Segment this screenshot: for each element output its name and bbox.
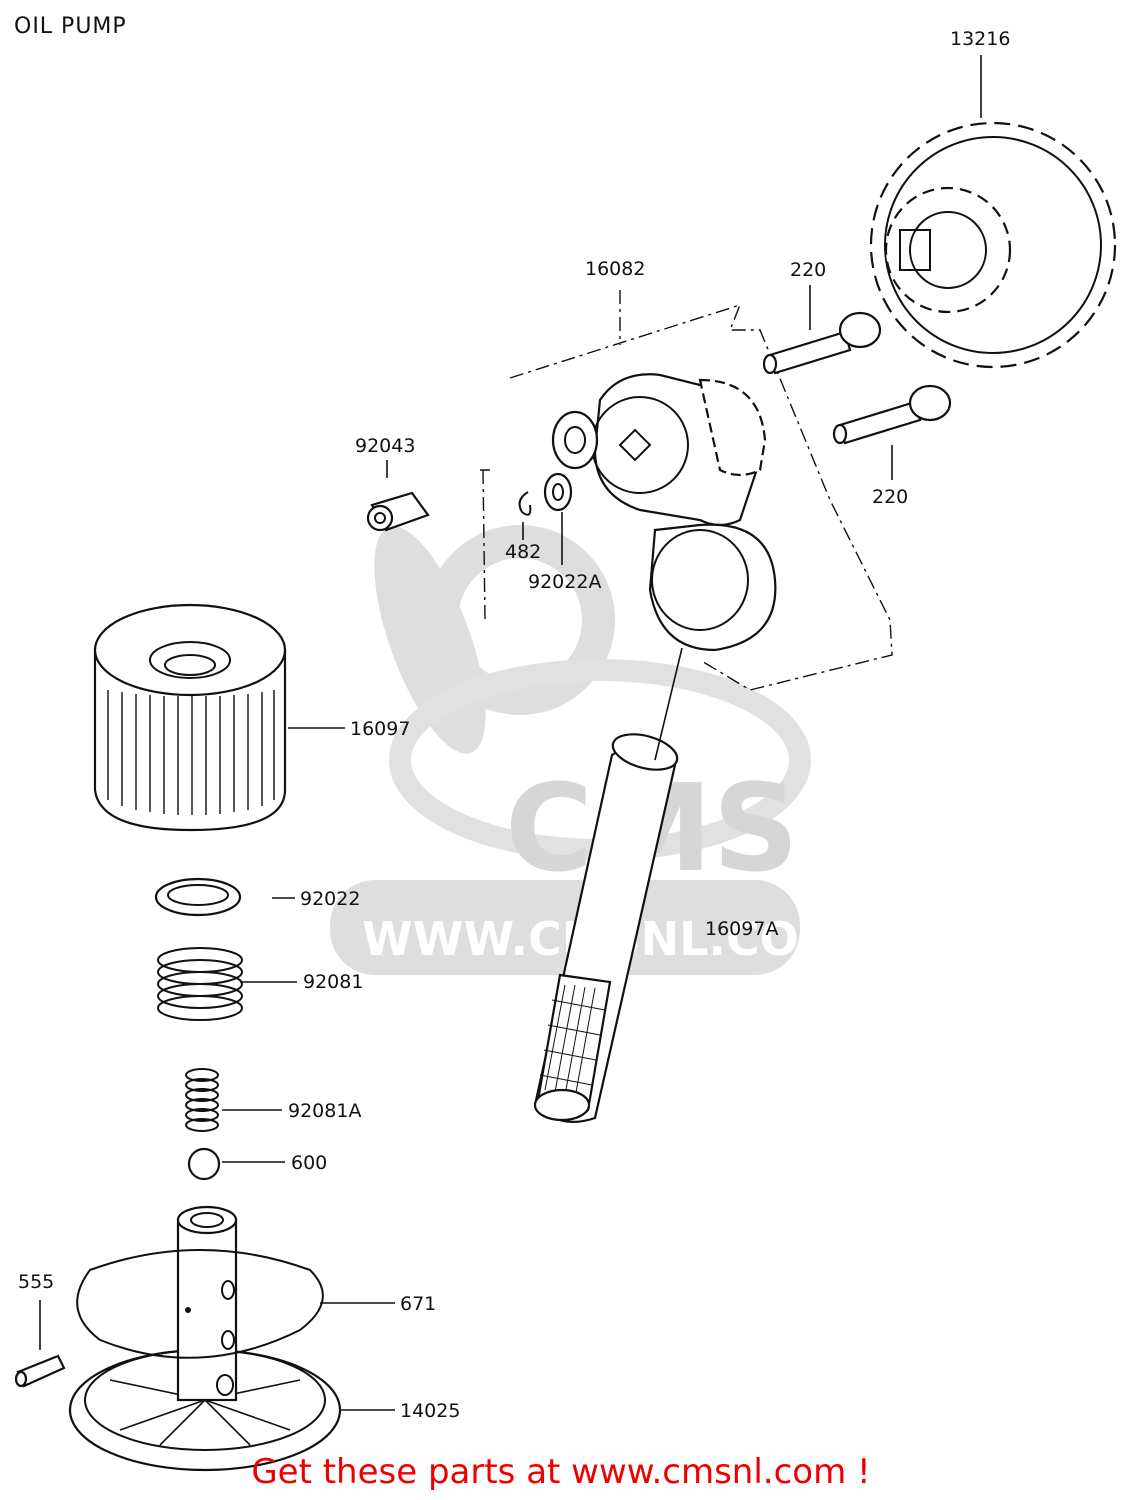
part-16082-oil-pump xyxy=(551,373,777,652)
label-14025: 14025 xyxy=(400,1400,460,1422)
part-220-bolt-upper xyxy=(762,311,882,375)
label-16097A: 16097A xyxy=(705,918,778,940)
label-92081: 92081 xyxy=(303,971,363,993)
part-92081A-spring xyxy=(185,1068,219,1132)
label-92081A: 92081A xyxy=(288,1100,361,1122)
label-92022: 92022 xyxy=(300,888,360,910)
part-600-ball xyxy=(187,1147,221,1181)
part-92022-o-ring xyxy=(154,877,242,917)
part-555-pin xyxy=(14,1354,66,1388)
part-92081-spring xyxy=(157,947,243,1021)
diagram-title: OIL PUMP xyxy=(14,14,127,39)
part-92022A-washer xyxy=(543,472,573,512)
footer-link-text[interactable]: Get these parts at www.cmsnl.com ! xyxy=(251,1452,871,1492)
label-16097: 16097 xyxy=(350,718,410,740)
part-14025-cover xyxy=(68,1205,342,1472)
part-16097-oil-filter xyxy=(93,603,287,832)
part-671-o-ring xyxy=(76,1249,324,1359)
part-13216-gear xyxy=(869,121,1117,369)
part-220-bolt-lower xyxy=(832,384,952,445)
part-92043-dowel xyxy=(366,491,430,532)
label-13216: 13216 xyxy=(950,28,1010,50)
label-92022A: 92022A xyxy=(528,571,601,593)
label-220-upper: 220 xyxy=(790,259,826,281)
part-16097A-strainer xyxy=(533,733,679,1123)
label-482: 482 xyxy=(505,541,541,563)
label-600: 600 xyxy=(291,1152,327,1174)
label-16082: 16082 xyxy=(585,258,645,280)
part-482-circlip xyxy=(518,491,532,516)
label-555: 555 xyxy=(18,1271,54,1293)
label-671: 671 xyxy=(400,1293,436,1315)
label-220-lower: 220 xyxy=(872,486,908,508)
label-92043: 92043 xyxy=(355,435,415,457)
watermark-logo: CMS WWW.CMSNL.COM xyxy=(330,525,845,975)
